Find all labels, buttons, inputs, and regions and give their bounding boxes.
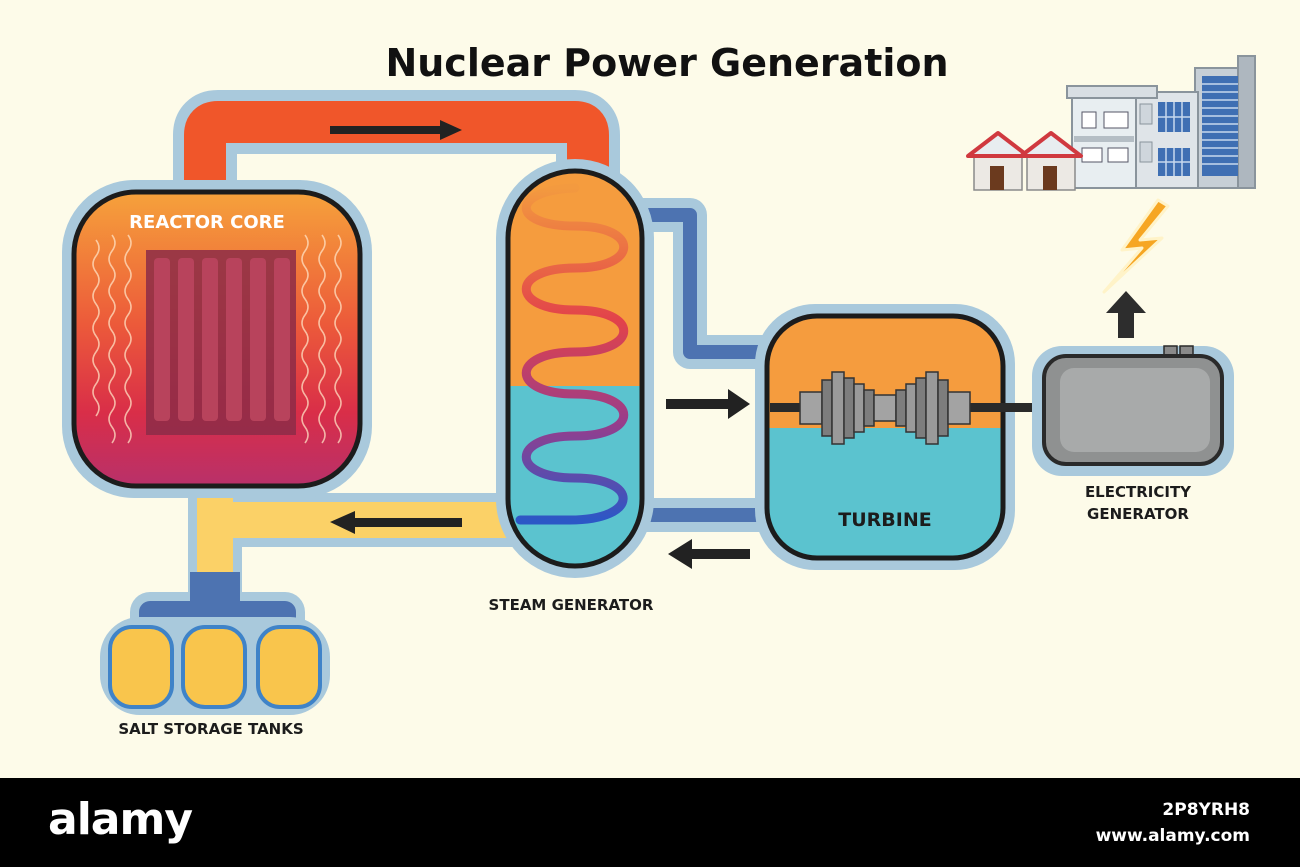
salt-tank-2	[181, 625, 247, 709]
lightning-bolt-icon	[1102, 198, 1170, 294]
salt-storage-tanks-label: SALT STORAGE TANKS	[118, 720, 303, 738]
house-icon	[966, 131, 1030, 191]
fuel-rod-assembly	[146, 250, 296, 435]
salt-tank-3	[256, 625, 322, 709]
heat-exchange-coil	[515, 183, 629, 525]
office-building-icon	[1131, 91, 1199, 189]
left-arrow-icon	[330, 511, 462, 534]
salt-tank-1	[108, 625, 174, 709]
city-buildings	[966, 55, 1256, 191]
office-building-icon	[1066, 85, 1158, 189]
turbine: TURBINE	[755, 304, 1055, 570]
reactor-core: REACTOR CORE	[62, 180, 372, 498]
watermark-footer: alamy 2P8YRH8 www.alamy.com	[0, 778, 1300, 867]
left-arrow-icon	[668, 539, 750, 569]
reactor-core-label: REACTOR CORE	[129, 212, 285, 233]
turbine-rotor-icon	[799, 371, 971, 445]
office-building-icon	[1194, 55, 1256, 189]
page-title: Nuclear Power Generation	[385, 41, 948, 85]
right-arrow-icon	[666, 389, 750, 419]
electricity-generator-label-line1: ELECTRICITY	[1085, 483, 1192, 501]
site-url: www.alamy.com	[1095, 826, 1250, 846]
steam-generator-label: STEAM GENERATOR	[489, 596, 654, 614]
house-icon	[1019, 131, 1083, 191]
salt-storage-tanks	[100, 617, 330, 715]
steam-pipe	[640, 198, 790, 369]
electricity-generator: ELECTRICITY GENERATOR	[1032, 345, 1234, 523]
up-arrow-icon	[1106, 291, 1146, 338]
image-id: 2P8YRH8	[1162, 800, 1250, 820]
hot-pipe	[173, 90, 620, 205]
electricity-generator-label-line2: GENERATOR	[1087, 505, 1189, 523]
heat-waves	[92, 234, 342, 444]
turbine-label: TURBINE	[838, 509, 931, 531]
steam-generator	[496, 159, 654, 578]
brand-logo: alamy	[48, 794, 193, 845]
flow-arrows	[330, 120, 750, 569]
nuclear-power-diagram: REACTOR CORE	[62, 41, 1256, 738]
right-arrow-icon	[330, 120, 462, 140]
